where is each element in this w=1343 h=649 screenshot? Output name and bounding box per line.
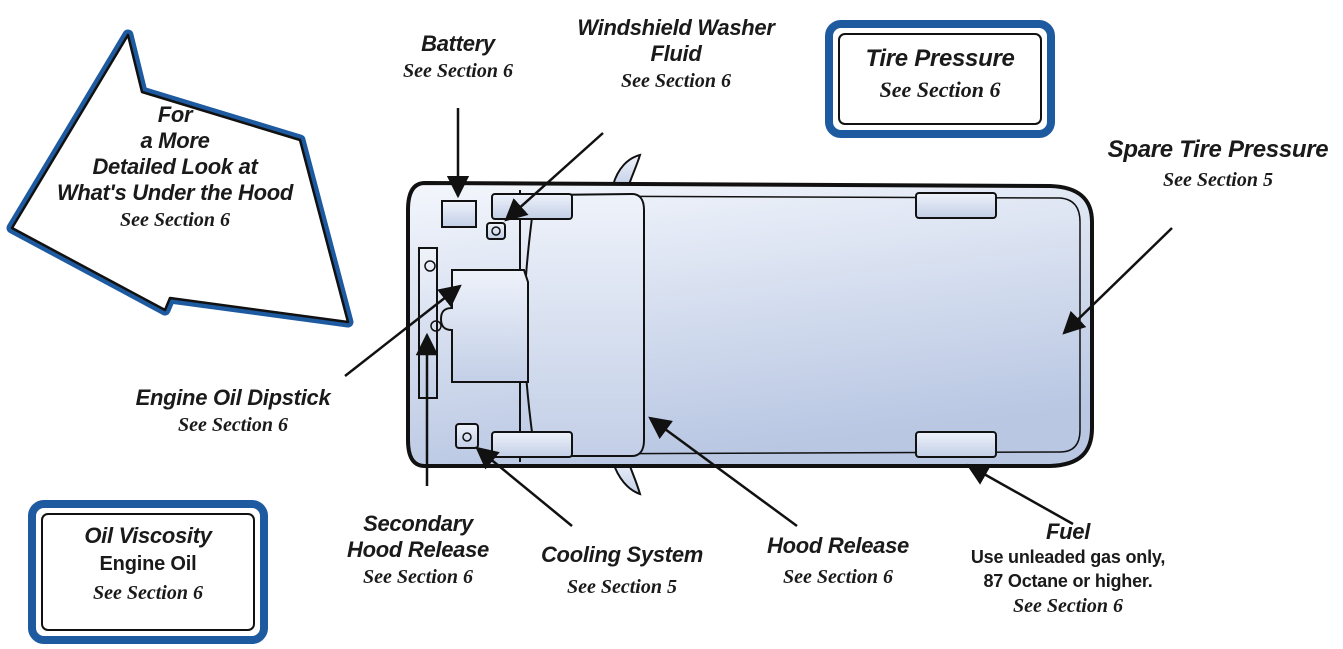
- vehicle-inner-outline: [544, 195, 1081, 455]
- oil-viscosity-section: See Section 6: [93, 582, 203, 604]
- washer-title-line-1: Windshield Washer: [577, 15, 775, 40]
- spare-tire-section: See Section 5: [1163, 169, 1273, 191]
- rear-wheel-top: [915, 192, 997, 219]
- cooling-section: See Section 5: [567, 576, 677, 598]
- tire-pressure-label: Tire Pressure See Section 6: [839, 43, 1041, 105]
- detail-arrow-line-2: a More: [140, 128, 210, 153]
- secondary-hood-title-line-2: Hood Release: [347, 537, 489, 562]
- oil-viscosity-subtitle: Engine Oil: [99, 553, 197, 575]
- detail-arrow-section: See Section 6: [120, 209, 230, 231]
- oil-viscosity-title: Oil Viscosity: [84, 523, 212, 548]
- cooling-title: Cooling System: [540, 542, 704, 567]
- leader-fuel: [966, 463, 1074, 526]
- washer-label: Windshield Washer Fluid See Section 6: [556, 15, 796, 95]
- leader-dipstick: [344, 284, 462, 377]
- spare-tire-title: Spare Tire Pressure: [1107, 136, 1329, 163]
- washer-reservoir: [486, 222, 506, 240]
- washer-title-line-2: Fluid: [650, 41, 702, 66]
- oil-viscosity-label: Oil Viscosity Engine Oil See Section 6: [42, 523, 254, 607]
- battery-title: Battery: [421, 31, 495, 56]
- coolant-reservoir: [455, 423, 479, 449]
- battery-box: [441, 200, 477, 228]
- dipstick-title: Engine Oil Dipstick: [135, 385, 331, 410]
- fuel-line-2: 87 Octane or higher.: [983, 571, 1153, 591]
- fuel-title: Fuel: [1045, 519, 1091, 544]
- windshield: [523, 192, 645, 457]
- battery-label: Battery See Section 6: [378, 31, 538, 85]
- leader-spare-tire: [1062, 227, 1173, 335]
- battery-section: See Section 6: [403, 60, 513, 82]
- front-wheel-bottom: [491, 431, 573, 458]
- detail-arrow-shape: [6, 29, 354, 328]
- detail-arrow-line-3: Detailed Look at: [92, 154, 258, 179]
- rear-wheel-bottom: [915, 431, 997, 458]
- tire-pressure-title: Tire Pressure: [865, 45, 1015, 72]
- hood-release-title: Hood Release: [767, 533, 909, 558]
- hood-release-label: Hood Release See Section 6: [748, 533, 928, 595]
- dipstick-label: Engine Oil Dipstick See Section 6: [108, 385, 358, 439]
- fuel-label: Fuel Use unleaded gas only, 87 Octane or…: [958, 519, 1178, 619]
- oil-viscosity-frame: [28, 500, 268, 644]
- detail-arrow-line-4: What's Under the Hood: [56, 180, 294, 205]
- fuel-line-1: Use unleaded gas only,: [970, 547, 1166, 567]
- leader-hood-release: [648, 416, 798, 528]
- leader-washer: [504, 132, 604, 222]
- tire-pressure-section: See Section 6: [879, 77, 1001, 102]
- leader-cooling: [475, 446, 573, 527]
- secondary-hood-section: See Section 6: [363, 566, 473, 588]
- fuel-section: See Section 6: [1013, 595, 1123, 617]
- spare-tire-label: Spare Tire Pressure See Section 5: [1098, 134, 1338, 194]
- secondary-hood-title-line-1: Secondary: [363, 511, 473, 536]
- dipstick-section: See Section 6: [178, 414, 288, 436]
- tire-pressure-frame: [825, 20, 1055, 138]
- hood-release-section: See Section 6: [783, 566, 893, 588]
- engine-block: [439, 269, 529, 383]
- detail-arrow-label: For a More Detailed Look at What's Under…: [55, 102, 295, 234]
- cooling-label: Cooling System See Section 5: [522, 540, 722, 604]
- detail-arrow-line-1: For: [157, 102, 193, 127]
- washer-section: See Section 6: [621, 70, 731, 92]
- secondary-hood-label: Secondary Hood Release See Section 6: [328, 511, 508, 591]
